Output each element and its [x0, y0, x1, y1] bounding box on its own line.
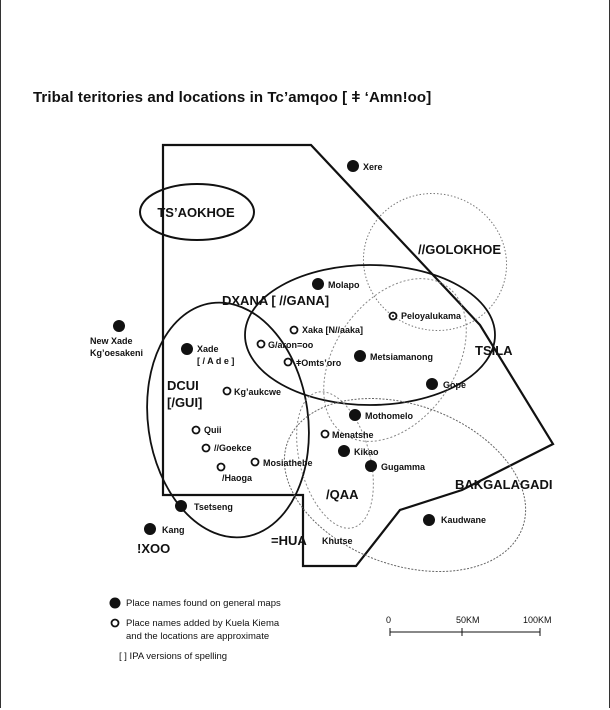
general-place-markers [113, 160, 438, 535]
tribe-label-tsaokhoe: TS’AOKHOE [157, 205, 235, 220]
marker-goekce [201, 443, 211, 453]
legend-ipa-text: [ ] IPA versions of spelling [119, 651, 227, 662]
legend-filled-marker [109, 597, 121, 609]
marker-metsiamanong [354, 350, 366, 362]
place-label-garon: G/aron=oo [268, 340, 314, 350]
marker-tsetseng [175, 500, 187, 512]
place-label-kang: Kang [162, 525, 185, 535]
place-label-goekce: //Goekce [214, 443, 252, 453]
bakgalagadi-territory [283, 398, 527, 572]
place-label-kaudwane: Kaudwane [441, 515, 486, 525]
reserve-boundary [161, 143, 555, 568]
place-label-molapo: Molapo [328, 280, 360, 290]
tsaokhoe-territory [139, 183, 255, 241]
marker-new-xade [113, 320, 125, 332]
legend: Place names found on general maps Place … [109, 597, 281, 662]
marker-xaka [289, 325, 299, 335]
legend-added-text-1: Place names added by Kuela Kiema [126, 618, 280, 629]
tsila-territory [323, 278, 467, 442]
place-label-omtsoro: ǂOmts’oro [296, 358, 342, 368]
tribe-label-dxana: DXANA [ //GANA] [222, 293, 329, 308]
marker-kgaukcwe [222, 386, 232, 396]
tribe-label-dcui: DCUI [167, 378, 199, 393]
place-label-metsiamanong: Metsiamanong [370, 352, 433, 362]
marker-menatshe [320, 429, 330, 439]
scale-label-50km: 50KM [456, 615, 480, 625]
tribe-label-qaa: /QAA [326, 487, 359, 502]
marker-molapo [312, 278, 324, 290]
marker-mosiathebe [250, 457, 260, 467]
marker-haoga [216, 462, 226, 472]
scale-label-zero: 0 [386, 615, 391, 625]
place-label-kgaukcwe: Kg’aukcwe [234, 387, 281, 397]
marker-xere [347, 160, 359, 172]
marker-mothomelo [349, 409, 361, 421]
place-label-kgoesakeni: Kg’oesakeni [90, 348, 143, 358]
place-label-gope: Gope [443, 380, 466, 390]
golokhoe-territory [362, 193, 508, 331]
marker-gope [426, 378, 438, 390]
tribe-label-bakgalagadi: BAKGALAGADI [455, 477, 553, 492]
scale-bar: 0 50KM 100KM [386, 615, 552, 636]
marker-kikao [338, 445, 350, 457]
place-label-xaka: Xaka [N//aaka] [302, 325, 363, 335]
added-place-markers [191, 311, 398, 472]
marker-gugamma [365, 460, 377, 472]
marker-kaudwane [423, 514, 435, 526]
tribe-label-dcui-ipa: [/GUI] [167, 395, 202, 410]
map-title: Tribal teritories and locations in Tc’am… [33, 89, 432, 106]
place-label-khutse: Khutse [322, 536, 353, 546]
tribe-label-golokhoe: //GOLOKHOE [418, 242, 501, 257]
dxana-territory [244, 264, 496, 406]
marker-omtsoro [283, 357, 293, 367]
tribe-label-tsila: TSILA [475, 343, 513, 358]
legend-hollow-marker [110, 618, 120, 628]
marker-kang [144, 523, 156, 535]
marker-garon [256, 339, 266, 349]
place-label-xade: Xade [197, 344, 219, 354]
place-label-haoga: /Haoga [222, 473, 253, 483]
dcui-territory [146, 301, 310, 539]
place-label-tsetseng: Tsetseng [194, 502, 233, 512]
place-label-quii: Quii [204, 425, 222, 435]
place-label-gugamma: Gugamma [381, 462, 426, 472]
marker-quii [191, 425, 201, 435]
qaa-territory [296, 391, 374, 529]
place-label-menatshe: Menatshe [332, 430, 374, 440]
marker-xade [181, 343, 193, 355]
place-label-peloyalukama: Peloyalukama [401, 311, 462, 321]
legend-general-text: Place names found on general maps [126, 598, 281, 609]
place-label-new-xade: New Xade [90, 336, 133, 346]
marker-peloyalukama-dot [392, 315, 394, 317]
tribe-label-xoo: !XOO [137, 541, 170, 556]
scale-label-100km: 100KM [523, 615, 552, 625]
place-label-kikao: Kikao [354, 447, 379, 457]
place-label-xade-ipa: [ / A d e ] [197, 356, 234, 366]
place-label-xere: Xere [363, 162, 383, 172]
place-label-mosiathebe: Mosiathebe [263, 458, 313, 468]
tribe-label-hua: =HUA [271, 533, 307, 548]
legend-added-text-2: and the locations are approximate [126, 631, 269, 642]
place-label-mothomelo: Mothomelo [365, 411, 413, 421]
